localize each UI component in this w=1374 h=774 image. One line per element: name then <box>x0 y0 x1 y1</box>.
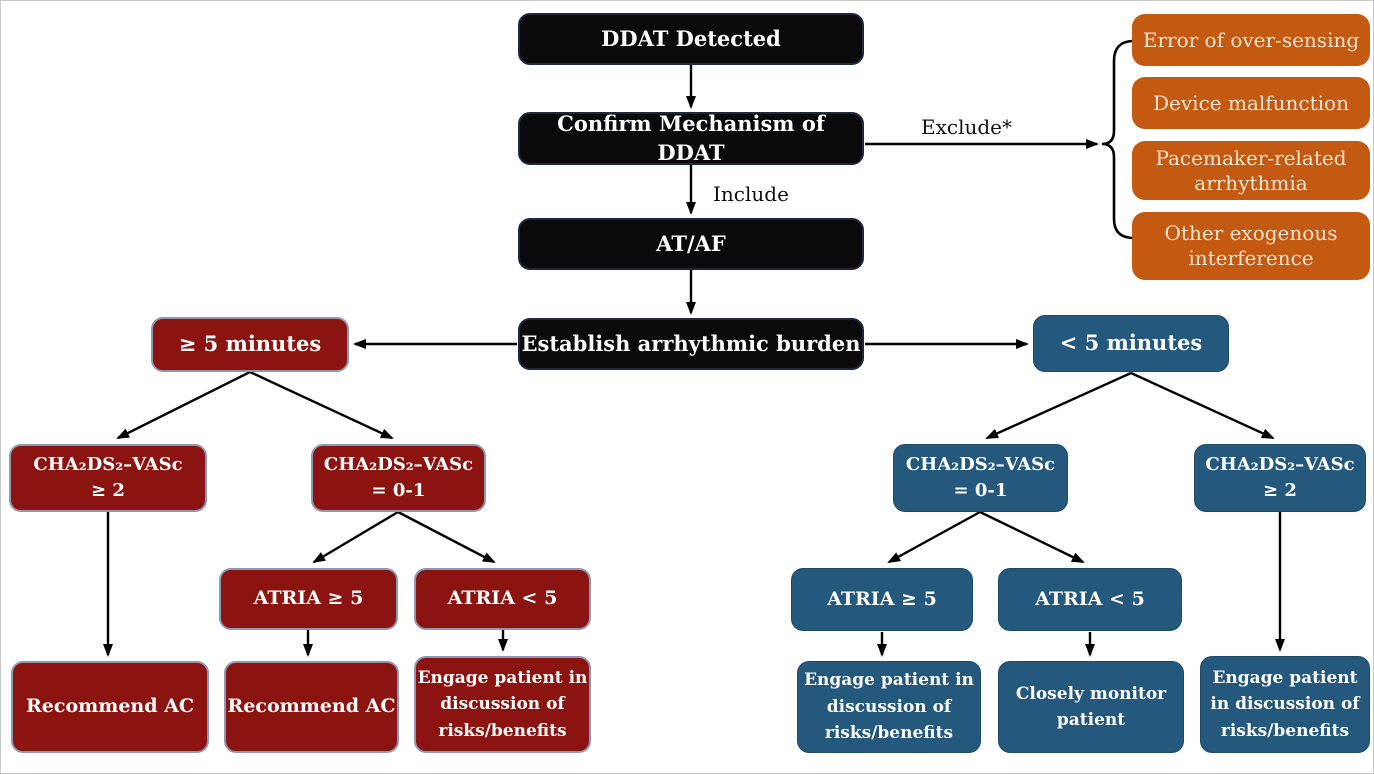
arrow-lt5-cha01 <box>985 371 1132 440</box>
arrow-rcha01-atrialt5 <box>979 510 1085 564</box>
node-exclusion-pacemaker-arrhythmia: Pacemaker-related arrhythmia <box>1132 141 1370 200</box>
node-exclusion-oversensing: Error of over-sensing <box>1132 14 1370 66</box>
node-left-atria-ge5: ATRIA ≥ 5 <box>219 568 398 630</box>
node-right-atria-ge5: ATRIA ≥ 5 <box>791 568 973 631</box>
node-exclusion-malfunction: Device malfunction <box>1132 77 1370 129</box>
node-right-atria-lt5: ATRIA < 5 <box>998 568 1182 631</box>
node-at-af: AT/AF <box>518 218 864 270</box>
node-left-engage-patient: Engage patient in discussion of risks/be… <box>414 656 591 753</box>
node-lt5-minutes: < 5 minutes <box>1033 315 1229 372</box>
node-recommend-ac-2: Recommend AC <box>224 661 399 753</box>
node-closely-monitor: Closely monitor patient <box>998 661 1184 753</box>
label-exclude: Exclude* <box>921 115 1012 139</box>
node-ge5-minutes: ≥ 5 minutes <box>151 317 349 372</box>
node-right-cha2ds2vasc-ge2: CHA₂DS₂–VASc ≥ 2 <box>1194 444 1366 512</box>
arrow-lt5-chage2 <box>1130 371 1275 440</box>
arrow-rcha01-atriage5 <box>887 510 981 564</box>
arrow-ge5-cha01 <box>249 370 394 440</box>
node-exclusion-exogenous-interference: Other exogenous interference <box>1132 212 1370 280</box>
node-left-atria-lt5: ATRIA < 5 <box>414 568 591 630</box>
node-confirm-mechanism: Confirm Mechanism of DDAT <box>518 111 864 165</box>
node-right-engage-patient-1: Engage patient in discussion of risks/be… <box>797 661 981 753</box>
exclusion-brace <box>1101 39 1134 240</box>
node-left-cha2ds2vasc-0-1: CHA₂DS₂–VASc = 0-1 <box>311 444 486 512</box>
arrow-ge5-chage2 <box>116 370 251 440</box>
node-recommend-ac-1: Recommend AC <box>11 661 209 753</box>
node-right-engage-patient-2: Engage patient in discussion of risks/be… <box>1200 656 1370 753</box>
node-ddat-detected: DDAT Detected <box>518 13 864 65</box>
node-left-cha2ds2vasc-ge2: CHA₂DS₂–VASc ≥ 2 <box>9 444 207 512</box>
label-include: Include <box>713 182 789 206</box>
arrow-lcha01-atrialt5 <box>397 510 496 564</box>
arrow-lcha01-atriage5 <box>312 510 399 564</box>
node-establish-burden: Establish arrhythmic burden <box>518 318 864 370</box>
node-right-cha2ds2vasc-0-1: CHA₂DS₂–VASc = 0-1 <box>893 444 1068 512</box>
